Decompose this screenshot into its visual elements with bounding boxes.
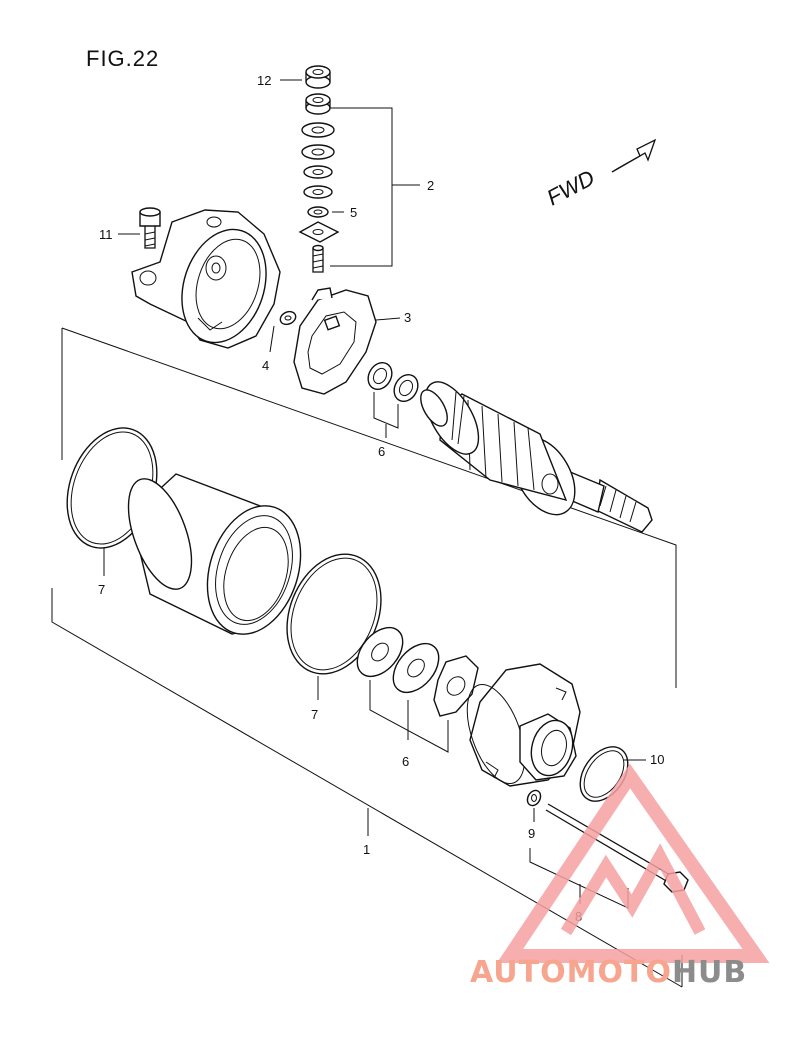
triangle-logo-icon bbox=[496, 763, 770, 963]
part-7-o-ring-center bbox=[286, 553, 382, 700]
part-11-bolt bbox=[118, 207, 161, 249]
part-2-terminal-kit bbox=[298, 93, 420, 273]
callout-10: 10 bbox=[650, 752, 664, 767]
watermark-text-part2: HUB bbox=[672, 955, 747, 990]
part-6-washers-upper bbox=[367, 361, 419, 438]
callout-3: 3 bbox=[404, 310, 411, 325]
part-rear-cover bbox=[131, 209, 281, 349]
assembly-outline bbox=[51, 327, 683, 988]
part-12-nut bbox=[280, 65, 331, 89]
watermark-logo bbox=[496, 763, 770, 963]
watermark-text: AUTOMOTOHUB bbox=[470, 955, 747, 990]
callout-6-upper: 6 bbox=[378, 444, 385, 459]
callout-4: 4 bbox=[262, 358, 269, 373]
callout-5: 5 bbox=[350, 205, 357, 220]
callout-7-center: 7 bbox=[311, 707, 318, 722]
fwd-indicator: FWD bbox=[543, 138, 657, 211]
part-3-brush-plate bbox=[293, 287, 401, 395]
part-4-cap bbox=[269, 310, 297, 353]
figure-title: FIG.22 bbox=[86, 46, 159, 71]
callout-2: 2 bbox=[427, 178, 434, 193]
watermark-text-part1: AUTOMOTO bbox=[470, 955, 672, 990]
callout-7-left: 7 bbox=[98, 582, 105, 597]
part-front-cover bbox=[466, 663, 581, 787]
part-armature bbox=[420, 381, 653, 533]
callout-1: 1 bbox=[363, 842, 370, 857]
callout-12: 12 bbox=[257, 73, 271, 88]
fwd-arrow-icon bbox=[611, 138, 657, 173]
part-6-washers-lower bbox=[356, 626, 479, 753]
mountain-logo-icon bbox=[560, 843, 706, 936]
part-yoke bbox=[127, 473, 302, 635]
part-9-washer bbox=[526, 789, 542, 822]
fwd-label: FWD bbox=[543, 165, 599, 211]
callout-9: 9 bbox=[528, 826, 535, 841]
callout-6-lower: 6 bbox=[402, 754, 409, 769]
callout-11: 11 bbox=[99, 227, 113, 242]
